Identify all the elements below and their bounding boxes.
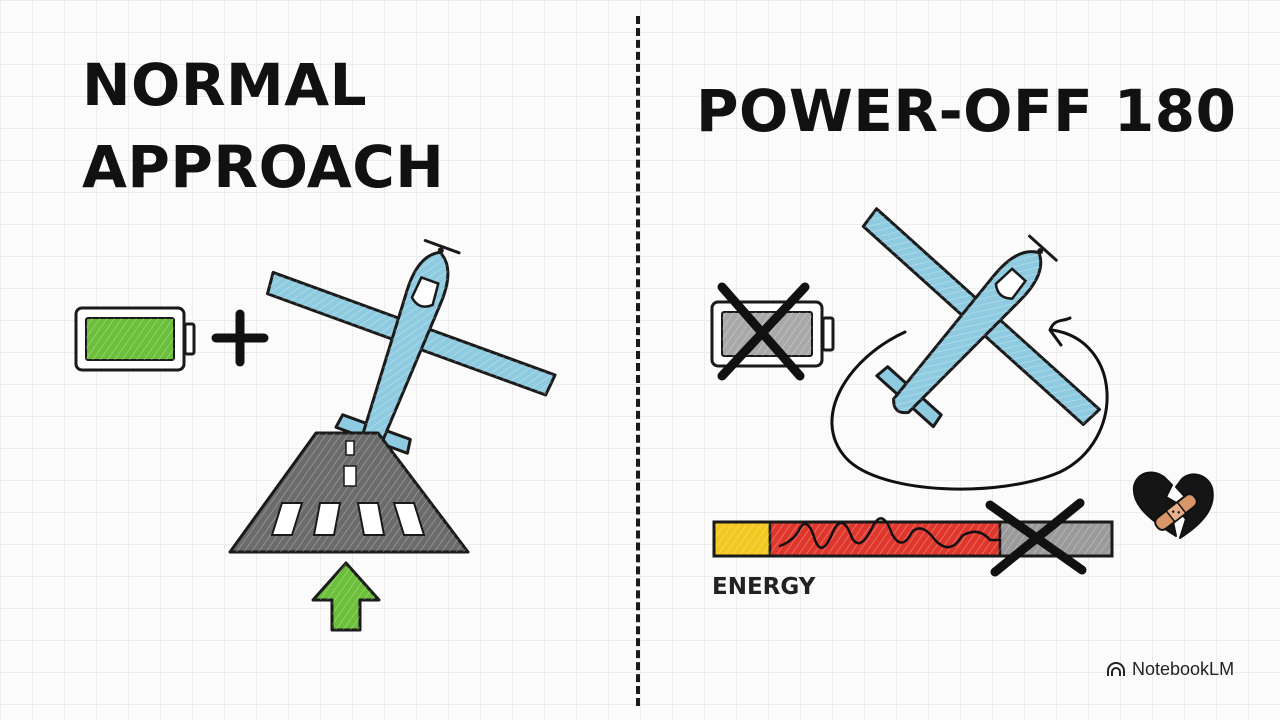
energy-squiggle	[778, 517, 1002, 549]
brand-name: NotebookLM	[1132, 659, 1235, 679]
energy-bar	[712, 498, 1114, 577]
airplane-turning-icon	[784, 146, 1156, 513]
battery-full-icon	[74, 306, 196, 372]
airplane-icon	[225, 193, 585, 505]
energy-cross-icon	[985, 498, 1087, 577]
plus-icon	[211, 309, 269, 367]
runway-icon	[228, 431, 470, 554]
power-off-180-title: POWER-OFF 180	[696, 77, 1237, 145]
broken-heart-bandage-icon	[1132, 471, 1214, 539]
normal-approach-title-line1: NORMAL	[82, 51, 368, 119]
up-arrow-icon	[311, 561, 381, 632]
normal-approach-title-line2: APPROACH	[82, 133, 445, 201]
energy-label: ENERGY	[712, 574, 816, 600]
notebooklm-brand: NotebookLM	[1106, 659, 1234, 680]
dashed-divider	[636, 16, 640, 706]
notebooklm-logo-icon	[1107, 661, 1125, 676]
turn-circle-arrow-icon	[830, 316, 1109, 491]
normal-approach-title: NORMAL APPROACH	[82, 44, 444, 208]
battery-empty-crossed-icon	[710, 282, 835, 381]
